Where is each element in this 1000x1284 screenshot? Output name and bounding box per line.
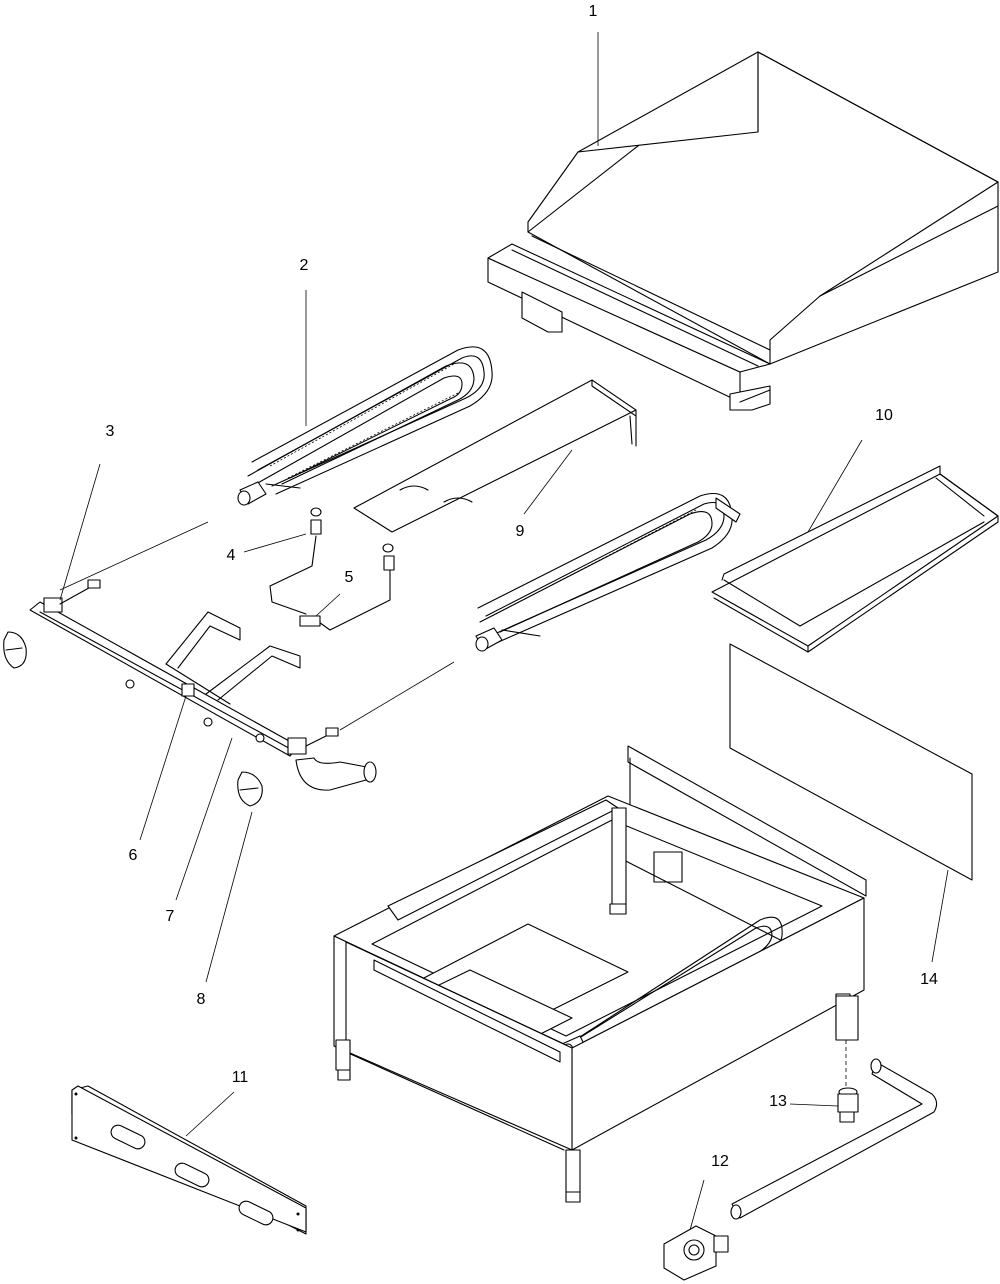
- callout-12: 12: [689, 1153, 729, 1231]
- control-knob-part-8: [237, 771, 263, 807]
- callout-11-label: 11: [232, 1069, 249, 1086]
- u-burner-part-2: [237, 346, 493, 506]
- callout-4: 4: [227, 533, 307, 564]
- leader-line-8: [205, 811, 253, 983]
- callout-8-label: 8: [197, 991, 206, 1008]
- callout-5: 5: [315, 569, 354, 617]
- leader-line-4: [243, 533, 307, 553]
- gas-manifold-part-7: [29, 521, 455, 791]
- pilot-tubing-part-4-5: [269, 507, 395, 631]
- leader-line-11: [185, 1091, 235, 1137]
- callout-6: 6: [129, 695, 187, 864]
- adjustable-foot-part-13: [837, 1040, 859, 1123]
- side-panel-part-14: [729, 643, 973, 881]
- leader-line-14: [931, 869, 949, 963]
- callout-7-label: 7: [166, 908, 175, 925]
- front-panel-part-11: [71, 1085, 307, 1235]
- leader-line-12: [689, 1179, 705, 1231]
- base-frame: [333, 745, 867, 1203]
- gas-regulator-part-12: [663, 1225, 729, 1281]
- callout-10: 10: [807, 407, 893, 533]
- griddle-top-part-1: [487, 51, 999, 411]
- gas-supply-pipe: [730, 1058, 938, 1220]
- callout-11: 11: [185, 1069, 249, 1137]
- callout-1: 1: [589, 3, 599, 146]
- callout-14: 14: [920, 869, 949, 988]
- leader-line-10: [807, 439, 863, 533]
- u-burner-right: [475, 492, 741, 652]
- leader-line-5: [315, 593, 341, 617]
- callout-2-label: 2: [300, 257, 309, 274]
- callout-7: 7: [166, 737, 233, 925]
- callout-2: 2: [300, 257, 309, 426]
- callout-6-label: 6: [129, 847, 138, 864]
- callout-3-label: 3: [106, 423, 115, 440]
- leader-line-7: [175, 737, 233, 901]
- callout-5-label: 5: [345, 569, 354, 586]
- leader-line-6: [139, 695, 187, 841]
- callout-13: 13: [769, 1093, 839, 1110]
- control-knob-left: [3, 631, 27, 669]
- callout-13-label: 13: [769, 1093, 787, 1110]
- callout-8: 8: [197, 811, 253, 1008]
- leader-line-13: [789, 1103, 839, 1107]
- heat-shield-part-9: [353, 379, 637, 533]
- callout-3: 3: [59, 423, 115, 601]
- callout-14-label: 14: [920, 971, 938, 988]
- callout-10-label: 10: [875, 407, 893, 424]
- callout-1-label: 1: [589, 3, 598, 20]
- grease-drawer-part-10: [711, 465, 999, 653]
- leader-line-9: [523, 449, 573, 515]
- callout-9-label: 9: [516, 523, 525, 540]
- leader-line-3: [59, 463, 101, 601]
- callout-4-label: 4: [227, 547, 236, 564]
- callout-12-label: 12: [711, 1153, 729, 1170]
- callout-9: 9: [516, 449, 573, 540]
